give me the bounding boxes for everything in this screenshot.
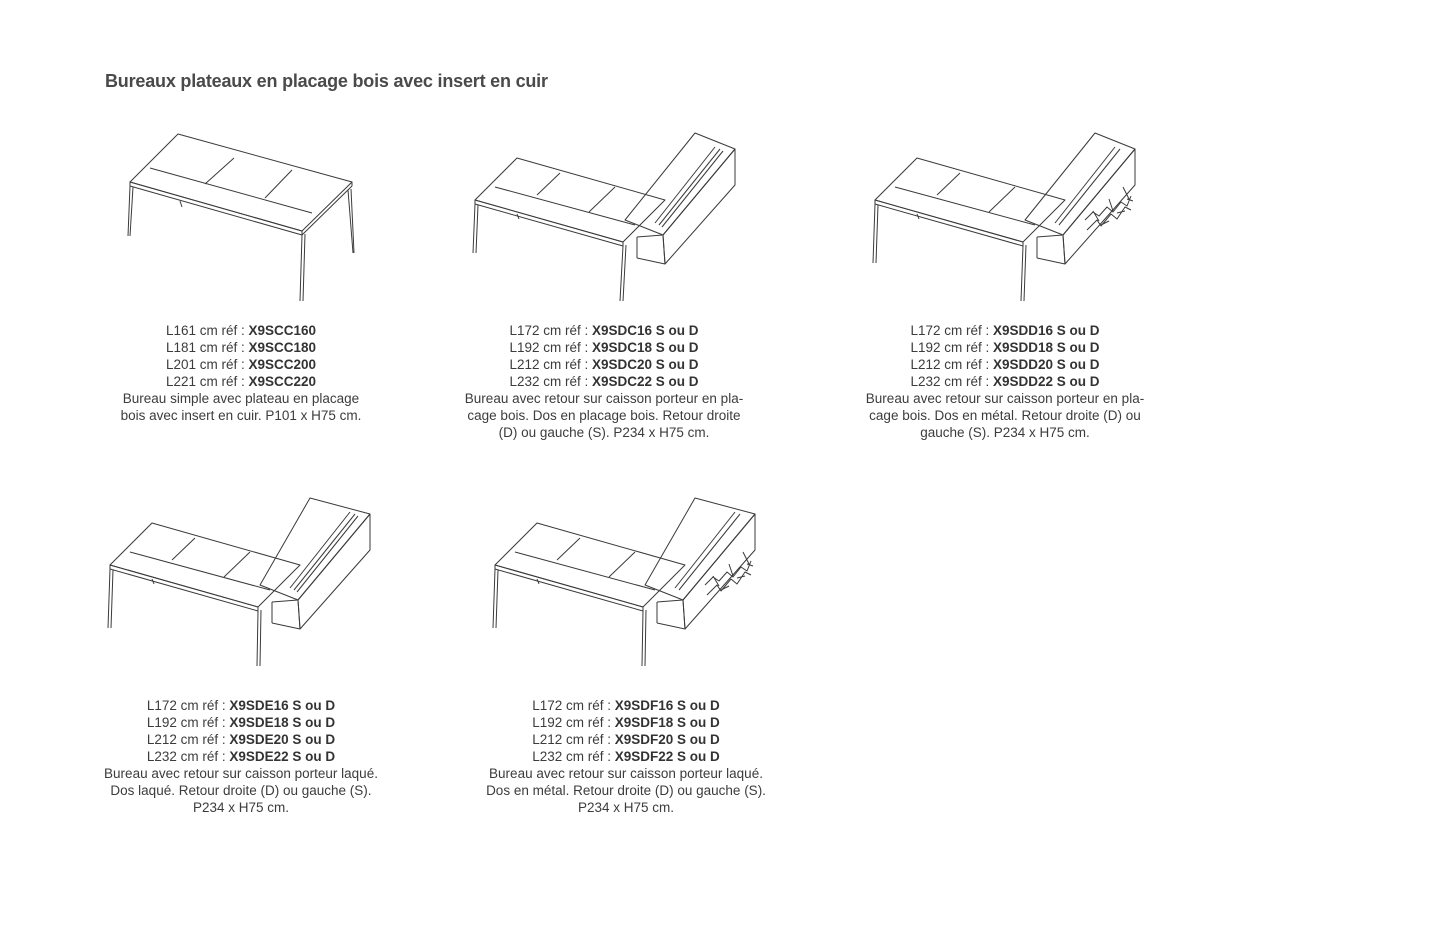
ref-line: L181 cm réf : X9SCC180 xyxy=(165,340,317,355)
ref-line: L172 cm réf : X9SDF16 S ou D xyxy=(532,698,720,713)
ref-line: L192 cm réf : X9SDC18 S ou D xyxy=(509,340,699,355)
product-description: Bureau simple avec plateau en placage xyxy=(122,391,360,406)
product-description: Bureau avec retour sur caisson porteur e… xyxy=(464,391,744,406)
product-description: cage bois. Dos en métal. Retour droite (… xyxy=(869,408,1141,423)
desk-return-lacquered-metal-drawing xyxy=(492,497,756,667)
desk-return-wood-drawing xyxy=(472,132,736,302)
product-description: Bureau avec retour sur caisson porteur e… xyxy=(865,391,1145,406)
product-description: P234 x H75 cm. xyxy=(577,800,675,815)
ref-line: L232 cm réf : X9SDC22 S ou D xyxy=(509,374,699,389)
product-description: (D) ou gauche (S). P234 x H75 cm. xyxy=(498,425,710,440)
product-description: Dos en métal. Retour droite (D) ou gauch… xyxy=(486,783,766,798)
ref-line: L172 cm réf : X9SDC16 S ou D xyxy=(509,323,699,338)
ref-line: L172 cm réf : X9SDE16 S ou D xyxy=(146,698,336,713)
ref-line: L192 cm réf : X9SDD18 S ou D xyxy=(910,340,1100,355)
product-description: Bureau avec retour sur caisson porteur l… xyxy=(104,766,378,781)
product-description: cage bois. Dos en placage bois. Retour d… xyxy=(467,408,741,423)
ref-line: L232 cm réf : X9SDF22 S ou D xyxy=(532,749,720,764)
product-caption: L172 cm réf : X9SDC16 S ou D L192 cm réf… xyxy=(444,322,764,441)
ref-line: L221 cm réf : X9SCC220 xyxy=(165,374,317,389)
ref-line: L232 cm réf : X9SDD22 S ou D xyxy=(910,374,1100,389)
product-caption: L172 cm réf : X9SDE16 S ou D L192 cm réf… xyxy=(81,697,401,816)
page-title: Bureaux plateaux en placage bois avec in… xyxy=(105,71,548,91)
product-description: P234 x H75 cm. xyxy=(192,800,290,815)
product-caption: L161 cm réf : X9SCC160 L181 cm réf : X9S… xyxy=(81,322,401,424)
desk-return-lacquered-drawing xyxy=(107,497,371,667)
ref-line: L201 cm réf : X9SCC200 xyxy=(165,357,317,372)
ref-line: L212 cm réf : X9SDF20 S ou D xyxy=(532,732,720,747)
product-description: gauche (S). P234 x H75 cm. xyxy=(920,425,1090,440)
product-caption: L172 cm réf : X9SDD16 S ou D L192 cm réf… xyxy=(845,322,1165,441)
desk-simple-drawing xyxy=(127,133,355,302)
product-description: Dos laqué. Retour droite (D) ou gauche (… xyxy=(110,783,372,798)
ref-line: L172 cm réf : X9SDD16 S ou D xyxy=(910,323,1100,338)
ref-line: L212 cm réf : X9SDC20 S ou D xyxy=(509,357,699,372)
ref-line: L192 cm réf : X9SDE18 S ou D xyxy=(146,715,336,730)
desk-return-metal-drawing xyxy=(872,132,1136,302)
product-description: Bureau avec retour sur caisson porteur l… xyxy=(489,766,763,781)
ref-line: L212 cm réf : X9SDE20 S ou D xyxy=(146,732,336,747)
ref-line: L212 cm réf : X9SDD20 S ou D xyxy=(910,357,1100,372)
product-description: bois avec insert en cuir. P101 x H75 cm. xyxy=(120,408,362,423)
ref-line: L192 cm réf : X9SDF18 S ou D xyxy=(532,715,720,730)
product-caption: L172 cm réf : X9SDF16 S ou D L192 cm réf… xyxy=(466,697,786,816)
ref-line: L232 cm réf : X9SDE22 S ou D xyxy=(146,749,336,764)
ref-line: L161 cm réf : X9SCC160 xyxy=(165,323,317,338)
